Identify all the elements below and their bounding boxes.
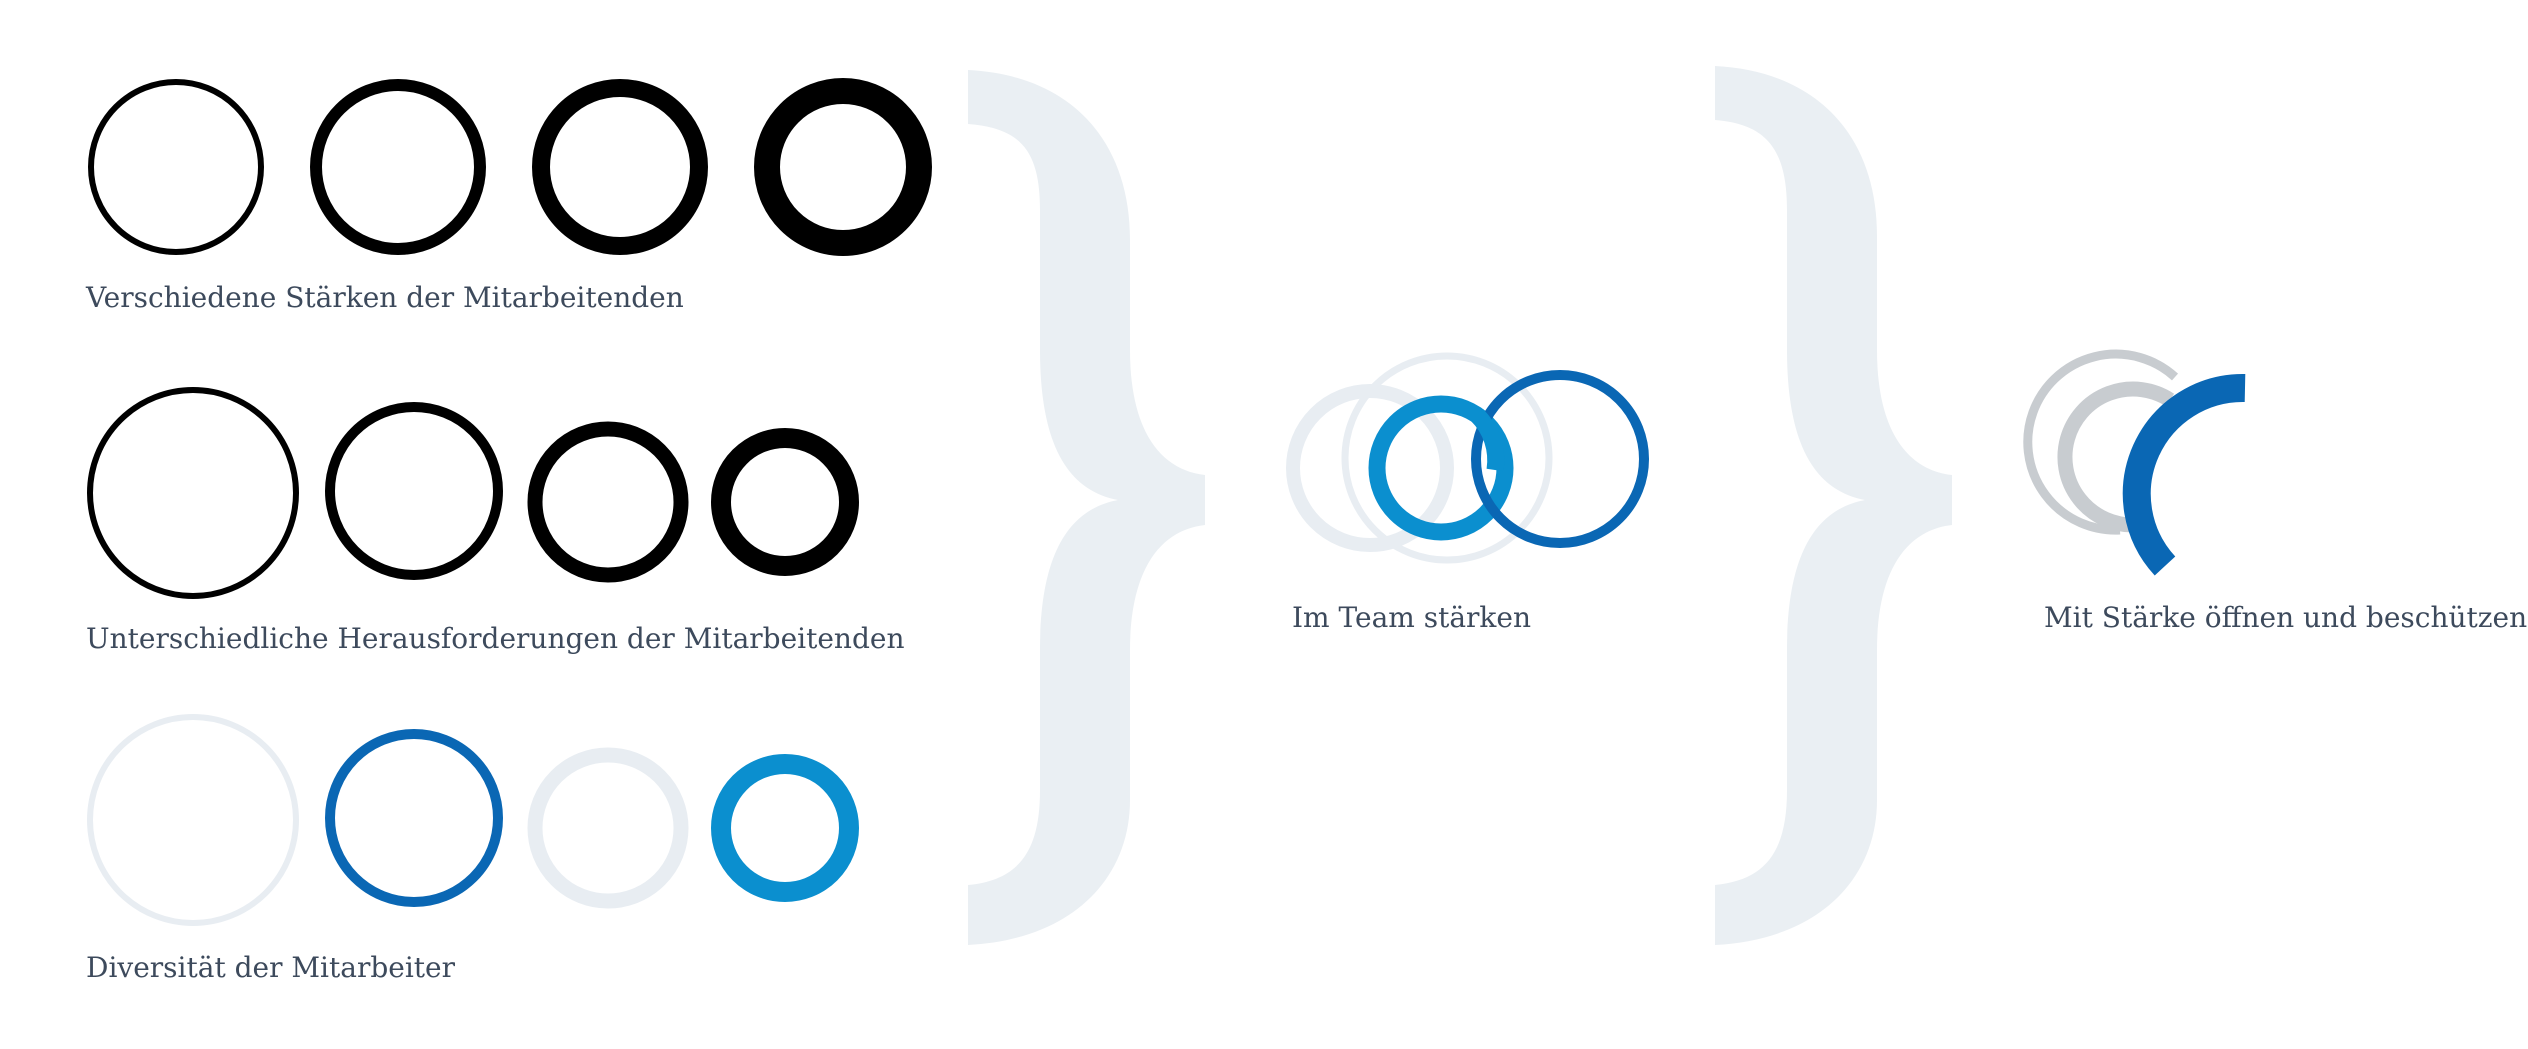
team-ring-cyan [1368, 395, 1514, 541]
circle-thick [532, 79, 708, 255]
team-ring-cyan-overlap [1470, 408, 1505, 472]
team-ring-pale-center [1341, 352, 1553, 564]
circle-medium [310, 79, 486, 255]
protect-arcs [2023, 349, 2246, 576]
circle-blue-medium [325, 729, 503, 907]
team-rings [1286, 352, 1649, 564]
circle-cyan-small [711, 754, 859, 902]
team-caption: Im Team stärken [1292, 601, 1531, 634]
circle-medium-size [325, 402, 503, 580]
protect-arc-gray-outer [2023, 349, 2179, 535]
row-challenge-circles [87, 387, 859, 599]
curly-brace-icon [1715, 66, 1952, 945]
circle-smallest [711, 428, 859, 576]
row-challenge-caption: Unterschiedliche Herausforderungen der M… [86, 622, 905, 655]
circle-small [527, 421, 689, 583]
circle-thin [88, 79, 264, 255]
protect-caption: Mit Stärke öffnen und beschützen [2044, 601, 2528, 634]
row-diversity-circles [87, 714, 859, 926]
circle-pale-small [527, 747, 689, 909]
circle-large [87, 387, 299, 599]
curly-brace-icon [968, 70, 1205, 945]
circle-pale-large [87, 714, 299, 926]
protect-arc-blue [2122, 373, 2246, 576]
protect-arc-gray-inner [2057, 381, 2175, 533]
circle-heavy [754, 78, 932, 256]
row-strength-circles [88, 78, 932, 256]
row-diversity-caption: Diversität der Mitarbeiter [86, 951, 455, 984]
row-strength-caption: Verschiedene Stärken der Mitarbeitenden [86, 281, 684, 314]
team-ring-blue [1471, 370, 1649, 548]
